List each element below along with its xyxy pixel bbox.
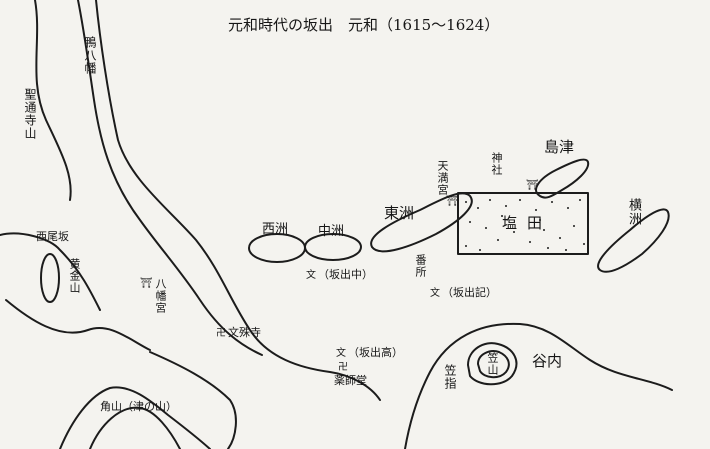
- label-ji-1: 文殊寺: [228, 326, 261, 339]
- label-yokosu: 横洲: [626, 198, 641, 226]
- island-yokosu: [597, 208, 670, 273]
- island-nishisu: [248, 233, 306, 263]
- label-tani-uchi: 谷内: [532, 352, 563, 370]
- map-title: 元和時代の坂出 元和（1615〜1624）: [228, 16, 500, 34]
- islet-kogane: [40, 253, 60, 303]
- label-bandai: （坂出高）: [348, 346, 403, 359]
- label-higashi-su: 東洲: [384, 204, 415, 222]
- shrine-icon: ⛩: [446, 196, 459, 207]
- label-shimazu: 島津: [544, 138, 575, 156]
- label-tenmangu: 天満宮: [436, 160, 449, 196]
- bay-west: [0, 232, 101, 311]
- school-icon: 文: [336, 348, 346, 359]
- label-kogane: 黄金山: [68, 258, 81, 294]
- temple-icon: 卍: [338, 362, 348, 373]
- label-naka-su: 中洲: [318, 224, 345, 239]
- mountain-ridge-west: [34, 0, 72, 201]
- kadoyama-inner: [89, 406, 181, 449]
- school-icon: 文: [430, 288, 440, 299]
- island-shimazu: [535, 158, 590, 199]
- label-kasayama: 笠山: [486, 352, 499, 376]
- tani-uchi-coast: [404, 322, 673, 449]
- label-sakade-naka: （坂出中）: [318, 268, 373, 281]
- label-kasayubi: 笠指: [443, 364, 457, 390]
- temple-icon: 卍: [216, 328, 226, 339]
- island-higashisu: [370, 192, 473, 253]
- label-jinja: 神社: [490, 152, 503, 176]
- coast-left: [5, 299, 151, 351]
- kasayama-ring-mid: [477, 350, 510, 379]
- kasayama-ring-outer: [467, 342, 518, 386]
- shrine-icon: ⛩: [526, 180, 539, 191]
- school-icon: 文: [306, 270, 316, 281]
- coastline-main: [95, 0, 381, 401]
- ridge-bottom: [149, 351, 237, 449]
- label-sakade-ichi: （坂出記）: [442, 286, 497, 299]
- label-tsugami: 番所: [414, 254, 427, 278]
- label-shioda: 塩田: [502, 214, 553, 232]
- island-nakasu: [304, 233, 362, 261]
- shrine-icon: ⛩: [140, 278, 153, 289]
- label-kadoyama: 角山（津の山）: [100, 400, 177, 413]
- salt-field-dots: [465, 199, 585, 251]
- label-shoten-yama: 聖通寺山: [23, 88, 37, 140]
- kadoyama-outline: [59, 386, 211, 449]
- label-yakushi: 薬師堂: [334, 374, 367, 387]
- label-hokkesha: 鴨八幡: [83, 36, 97, 75]
- label-hachiman: 八幡宮: [154, 278, 167, 314]
- salt-field-shioda: [457, 192, 589, 255]
- label-nishi-kita: 西尾坂: [36, 230, 69, 243]
- coastline-inner: [77, 0, 263, 356]
- label-nishi-ura: 西洲: [262, 222, 289, 237]
